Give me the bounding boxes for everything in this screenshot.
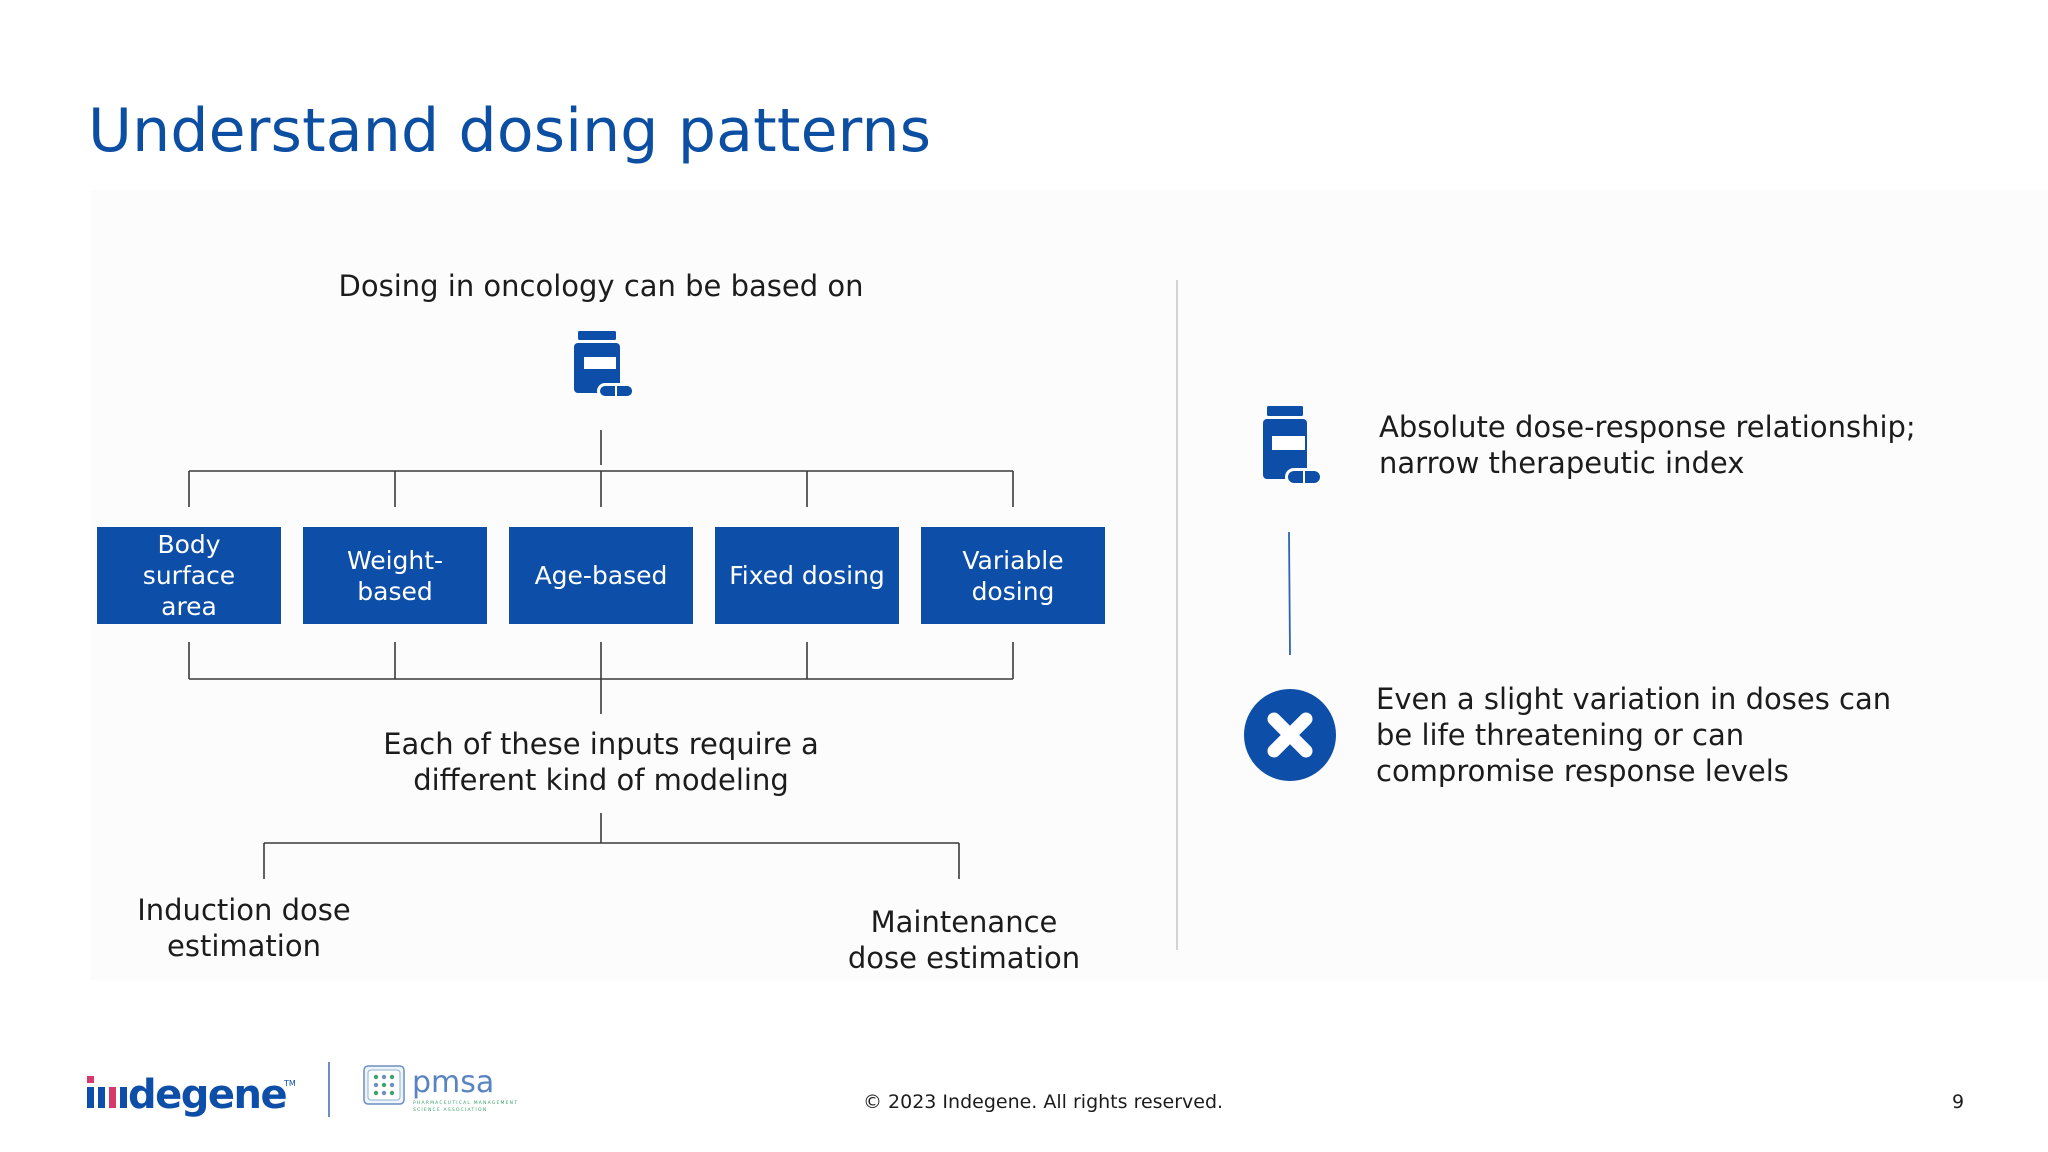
pmsa-logo: pmsa PHARMACEUTICAL MANAGEMENT SCIENCE A… bbox=[362, 1062, 542, 1116]
point-dose-variation: Even a slight variation in doses can be … bbox=[1376, 682, 1892, 788]
svg-text:SCIENCE ASSOCIATION: SCIENCE ASSOCIATION bbox=[413, 1107, 487, 1113]
svg-text:degene: degene bbox=[128, 1072, 287, 1118]
dosing-box-variable-dosing: Variable dosing bbox=[921, 527, 1105, 624]
indegene-logo: degene TM bbox=[84, 1068, 296, 1118]
medicine-bottle-icon bbox=[1261, 406, 1325, 488]
leaf-maintenance: Maintenance dose estimation bbox=[847, 905, 1081, 975]
close-circle-icon bbox=[1244, 689, 1336, 781]
medicine-bottle-icon bbox=[572, 331, 636, 401]
modeling-text: Each of these inputs require a different… bbox=[383, 727, 819, 797]
dosing-box-age-based: Age-based bbox=[509, 527, 693, 624]
logo-divider bbox=[328, 1062, 330, 1117]
tree-heading: Dosing in oncology can be based on bbox=[338, 269, 864, 303]
page-title: Understand dosing patterns bbox=[88, 96, 932, 166]
page-number: 9 bbox=[1952, 1091, 1965, 1113]
svg-text:pmsa: pmsa bbox=[412, 1065, 494, 1100]
dosing-box-weight-based: Weight-based bbox=[303, 527, 487, 624]
svg-text:TM: TM bbox=[283, 1079, 296, 1088]
copyright-text: © 2023 Indegene. All rights reserved. bbox=[863, 1091, 1224, 1113]
point-dose-response: Absolute dose-response relationship; nar… bbox=[1379, 410, 1916, 480]
svg-text:PHARMACEUTICAL MANAGEMENT: PHARMACEUTICAL MANAGEMENT bbox=[413, 1100, 518, 1106]
leaf-induction: Induction dose estimation bbox=[137, 893, 351, 963]
dosing-box-fixed-dosing: Fixed dosing bbox=[715, 527, 899, 624]
dosing-box-body-surface-area: Body surface area bbox=[97, 527, 281, 624]
